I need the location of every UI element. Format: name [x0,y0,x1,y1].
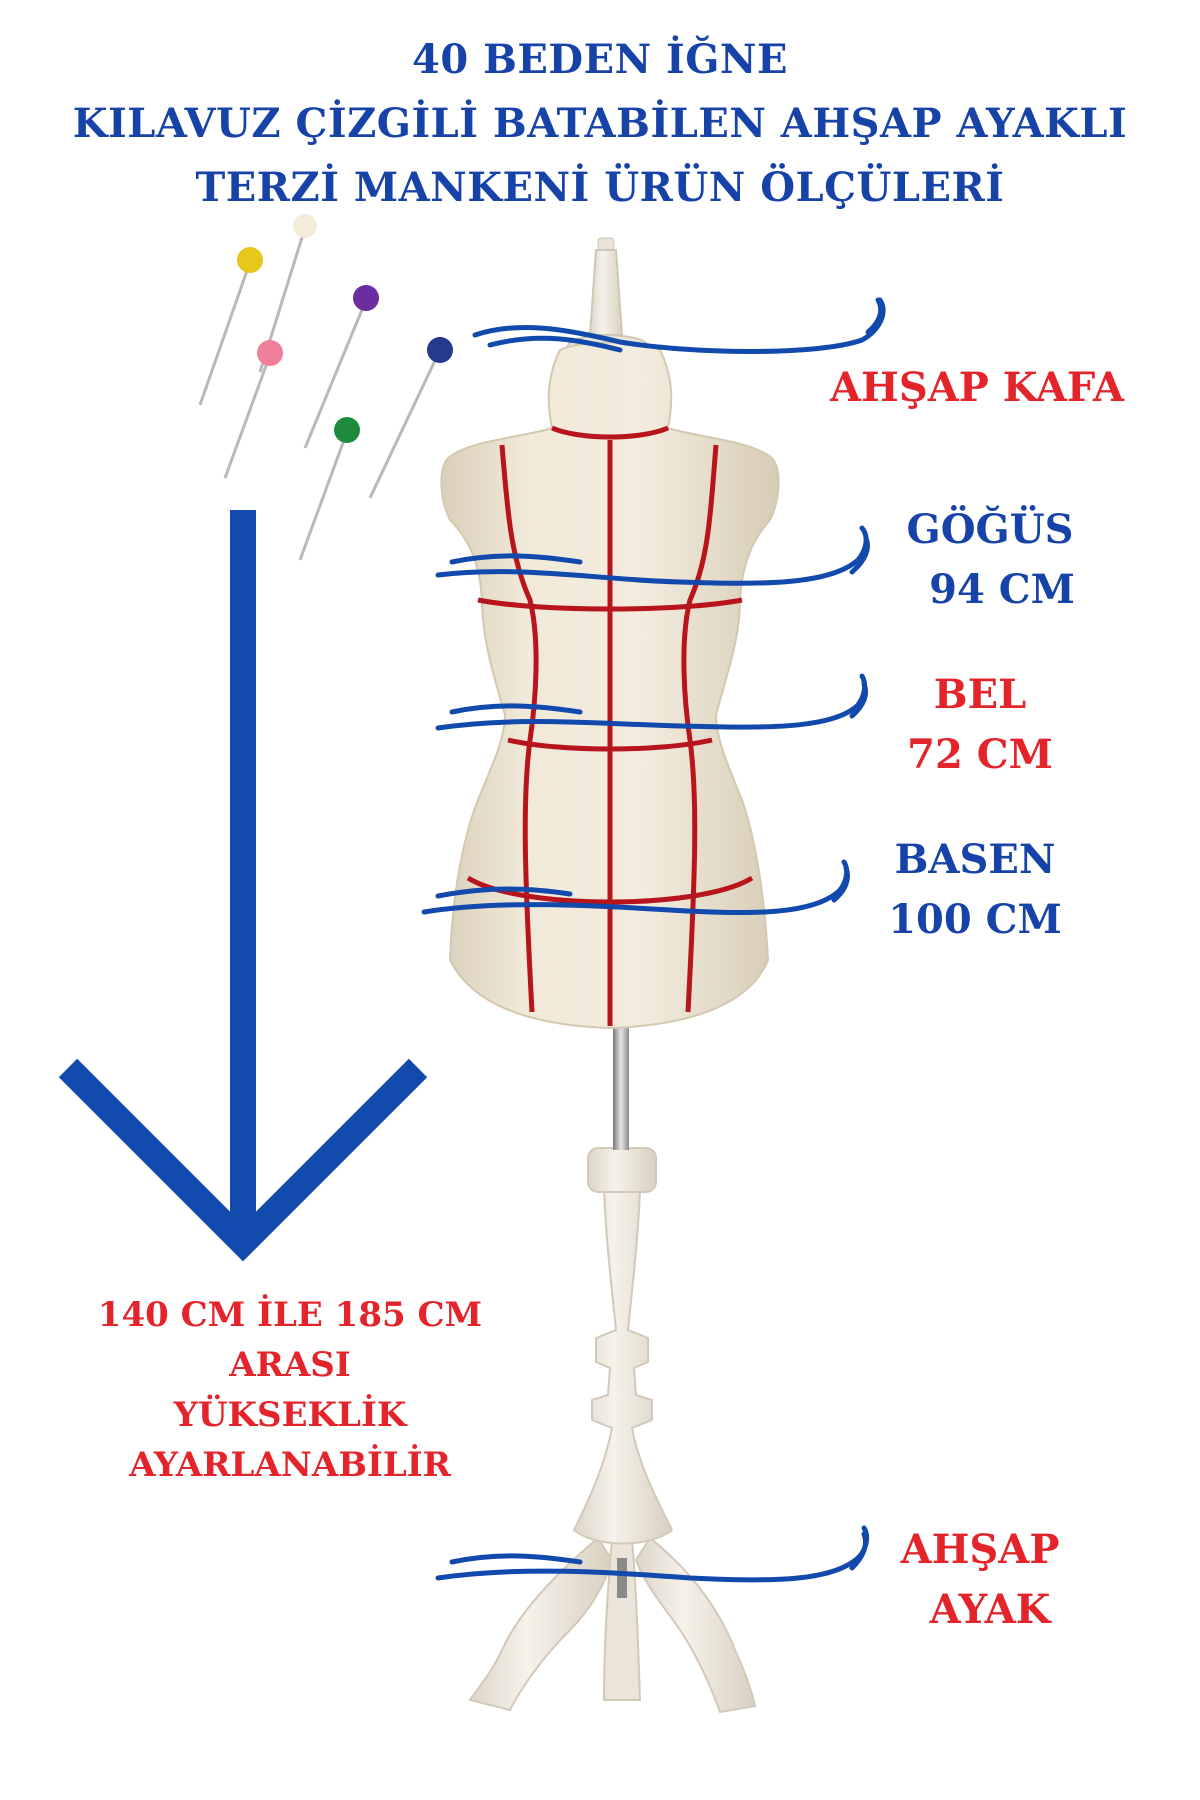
foot-line-1: AHŞAP [900,1526,1060,1573]
height-adjustment-note: 140 CM İLE 185 CM ARASI YÜKSEKLİK AYARLA… [40,1290,540,1490]
height-note-line-3: AYARLANABİLİR [129,1445,451,1485]
sewing-pin-icon [303,285,379,449]
swoosh-pointer-icon [435,525,870,586]
chest-value: 94 CM [929,566,1075,613]
height-note-line-2: YÜKSEKLİK [173,1395,407,1435]
down-arrow-icon [58,510,428,1262]
swoosh-pointer-icon [472,297,886,354]
foot-label: AHŞAP AYAK [880,1520,1080,1640]
title-line-3: TERZİ MANKENİ ÜRÜN ÖLÇÜLERİ [195,164,1005,211]
chest-name: GÖĞÜS [906,506,1074,553]
waist-label: BEL 72 CM [880,665,1080,785]
head-label: AHŞAP KAFA [830,364,1125,411]
hip-value: 100 CM [888,896,1062,943]
mannequin-torso [440,341,780,1030]
swoosh-pointer-icon [421,859,850,916]
metal-pole [613,1020,629,1150]
guide-lines [466,425,754,1026]
waist-name: BEL [933,671,1027,718]
sewing-pin-icon [198,247,263,406]
sewing-pin-icon [223,340,283,479]
page-title: 40 BEDEN İĞNE KILAVUZ ÇİZGİLİ BATABİLEN … [0,28,1200,220]
title-line-2: KILAVUZ ÇİZGİLİ BATABİLEN AHŞAP AYAKLI [72,100,1128,147]
title-line-1: 40 BEDEN İĞNE [412,36,788,83]
swoosh-pointer-icon [435,673,868,731]
sewing-pin-icon [368,337,453,499]
foot-line-2: AYAK [929,1586,1051,1633]
height-note-line-1: 140 CM İLE 185 CM ARASI [97,1295,483,1385]
sewing-pin-icon [298,417,360,561]
hip-label: BASEN 100 CM [870,830,1080,950]
waist-value: 72 CM [907,731,1053,778]
hip-name: BASEN [894,836,1056,883]
swoosh-pointer-icon [435,1525,870,1583]
chest-label: GÖĞÜS 94 CM [880,500,1100,620]
